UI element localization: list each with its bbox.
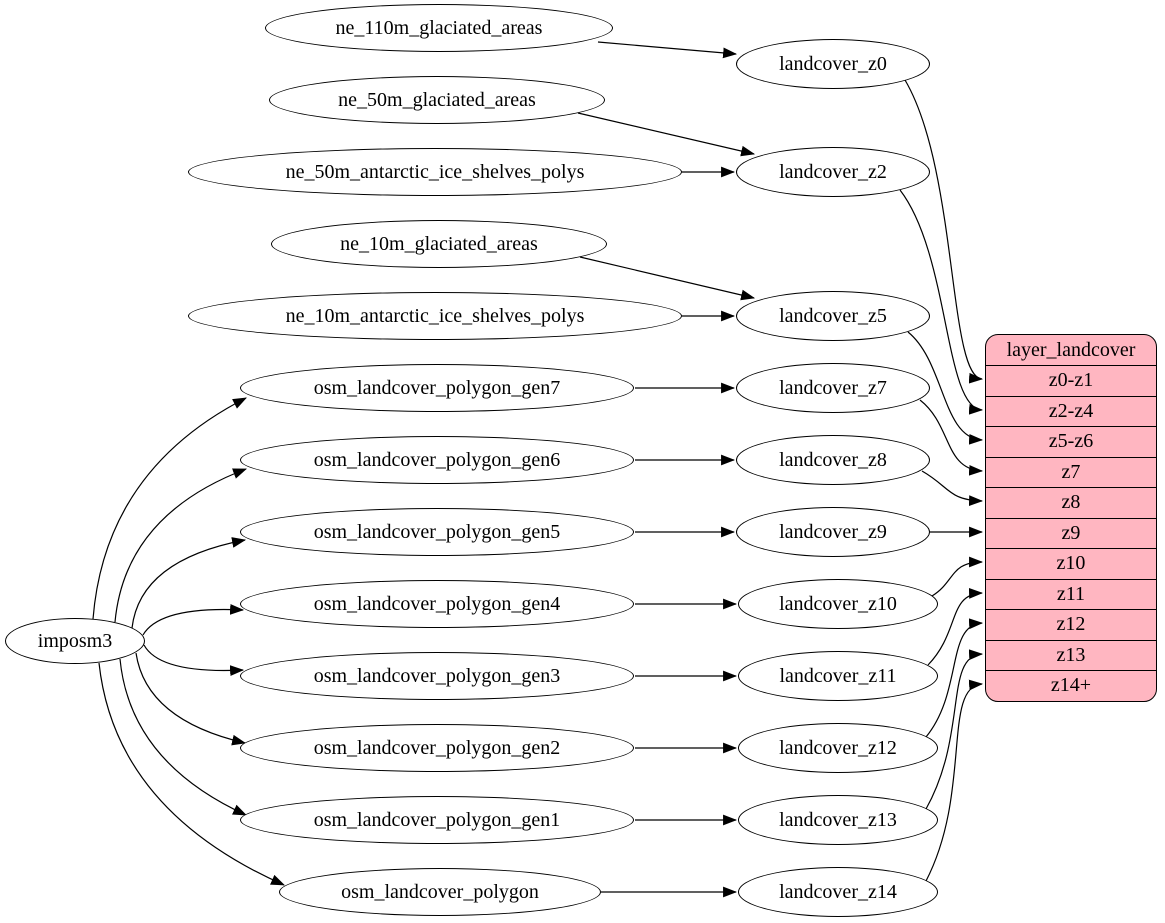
node-landcover_z8: landcover_z8 (736, 435, 930, 485)
node-osm_landcover_polygon_gen5: osm_landcover_polygon_gen5 (240, 508, 634, 556)
node-imposm3: imposm3 (5, 618, 145, 664)
node-landcover_z11: landcover_z11 (738, 651, 938, 701)
record-row-z5-z6: z5-z6 (986, 426, 1156, 457)
node-ne_110m_glaciated_areas: ne_110m_glaciated_areas (265, 4, 613, 52)
node-landcover_z13: landcover_z13 (738, 795, 938, 845)
node-landcover_z5: landcover_z5 (736, 291, 930, 341)
node-landcover_z10: landcover_z10 (738, 579, 938, 629)
node-osm_landcover_polygon_gen2: osm_landcover_polygon_gen2 (240, 724, 634, 772)
edge-imposm3-to-osm_landcover_polygon_gen6 (114, 468, 248, 623)
node-osm_landcover_polygon_gen4: osm_landcover_polygon_gen4 (240, 580, 634, 628)
edge-ne_110m_glaciated_areas-to-landcover_z0 (597, 41, 738, 59)
record-row-z13: z13 (986, 639, 1156, 671)
edge-landcover_z8-to-layer_landcover:z8 (921, 470, 984, 506)
record-row-z9: z9 (986, 517, 1156, 549)
edge-landcover_z13-to-layer_landcover:z13 (925, 649, 984, 810)
edge-imposm3-to-osm_landcover_polygon_gen3 (143, 644, 245, 676)
edge-imposm3-to-osm_landcover_polygon_gen7 (92, 397, 247, 620)
edge-ne_10m_glaciated_areas-to-landcover_z5 (579, 256, 756, 301)
node-osm_landcover_polygon_gen6: osm_landcover_polygon_gen6 (240, 436, 634, 484)
node-ne_10m_antarctic_ice_shelves_polys: ne_10m_antarctic_ice_shelves_polys (188, 292, 682, 340)
node-landcover_z9: landcover_z9 (736, 507, 930, 557)
node-osm_landcover_polygon_gen1: osm_landcover_polygon_gen1 (240, 796, 634, 844)
record-title: layer_landcover (1006, 338, 1136, 361)
record-row-z2-z4: z2-z4 (986, 395, 1156, 427)
node-ne_50m_antarctic_ice_shelves_polys: ne_50m_antarctic_ice_shelves_polys (188, 148, 682, 196)
node-ne_50m_glaciated_areas: ne_50m_glaciated_areas (269, 76, 605, 124)
edge-imposm3-to-osm_landcover_polygon_gen1 (119, 658, 247, 816)
edge-landcover_z5-to-layer_landcover:z5-z6 (907, 331, 984, 445)
node-osm_landcover_polygon_gen7: osm_landcover_polygon_gen7 (240, 364, 634, 412)
edge-landcover_z14-to-layer_landcover:z14+ (925, 679, 984, 882)
edge-landcover_z11-to-layer_landcover:z11 (927, 588, 984, 666)
record-row-z10: z10 (986, 548, 1156, 579)
edge-landcover_z2-to-layer_landcover:z2-z4 (899, 189, 984, 415)
node-ne_10m_glaciated_areas: ne_10m_glaciated_areas (271, 220, 607, 268)
edge-landcover_z0-to-layer_landcover:z0-z1 (904, 79, 984, 384)
edge-landcover_z7-to-layer_landcover:z7 (919, 399, 984, 476)
edge-imposm3-to-osm_landcover_polygon (98, 662, 285, 886)
edge-imposm3-to-osm_landcover_polygon_gen4 (142, 604, 245, 636)
node-osm_landcover_polygon: osm_landcover_polygon (279, 868, 601, 916)
node-osm_landcover_polygon_gen3: osm_landcover_polygon_gen3 (240, 652, 634, 700)
node-landcover_z12: landcover_z12 (738, 723, 938, 773)
record-row-z0-z1: z0-z1 (986, 365, 1156, 396)
edge-landcover_z10-to-layer_landcover:z10 (931, 556, 984, 597)
node-landcover_z0: landcover_z0 (736, 39, 930, 89)
edge-landcover_z12-to-layer_landcover:z12 (925, 618, 984, 738)
node-landcover_z7: landcover_z7 (736, 363, 930, 413)
edge-imposm3-to-osm_landcover_polygon_gen5 (131, 537, 247, 629)
edge-imposm3-to-osm_landcover_polygon_gen2 (135, 652, 247, 746)
record-row-z14+: z14+ (986, 670, 1156, 701)
record-row-z7: z7 (986, 456, 1156, 488)
edge-ne_50m_glaciated_areas-to-landcover_z2 (577, 112, 756, 157)
record-row-z12: z12 (986, 609, 1156, 640)
record-row-z11: z11 (986, 578, 1156, 610)
node-landcover_z2: landcover_z2 (736, 147, 930, 197)
node-landcover_z14: landcover_z14 (738, 867, 938, 917)
record-row-z8: z8 (986, 487, 1156, 518)
